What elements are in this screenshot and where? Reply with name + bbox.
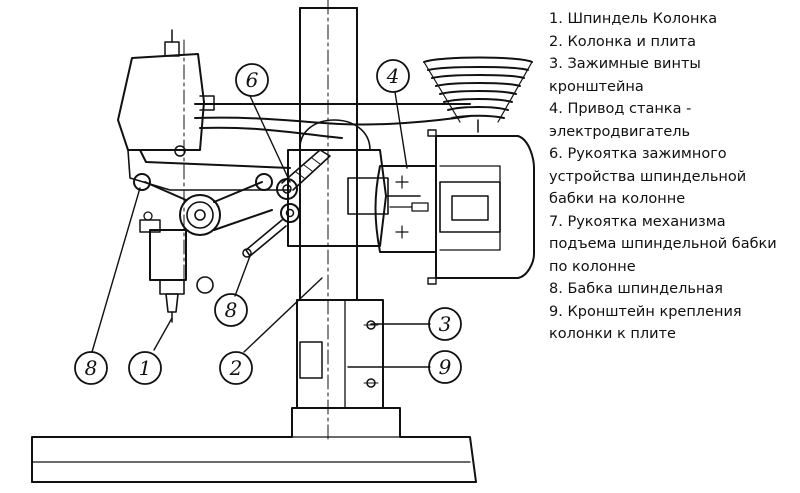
spindle bbox=[139, 211, 214, 323]
parts-legend: 1. Шпиндель Колонка 2. Колонка и плита 3… bbox=[549, 8, 794, 346]
callout-4-label: 4 bbox=[386, 64, 400, 88]
callout-8-label: 8 bbox=[85, 356, 98, 380]
callout-7: 8 bbox=[214, 293, 248, 327]
callout-9-label: 9 bbox=[439, 355, 452, 379]
callout-6: 6 bbox=[235, 63, 269, 97]
leader-lines bbox=[91, 91, 431, 368]
motor-mount bbox=[347, 177, 421, 215]
callout-7-label: 8 bbox=[225, 298, 238, 322]
legend-item-9: 9. Кронштейн крепления колонки к плите bbox=[549, 303, 742, 343]
legend-item-4: 4. Привод станка - электродвигатель bbox=[549, 101, 692, 140]
belt-arm bbox=[194, 103, 471, 139]
legend-item-1: 1. Шпиндель Колонка bbox=[549, 11, 718, 27]
callout-2: 2 bbox=[219, 351, 253, 385]
callout-1: 1 bbox=[128, 351, 162, 385]
callout-4: 4 bbox=[376, 59, 410, 93]
callout-6-label: 6 bbox=[246, 68, 259, 92]
callout-8: 8 bbox=[74, 351, 108, 385]
callout-2-label: 2 bbox=[229, 356, 243, 380]
column bbox=[299, 0, 358, 441]
drill-press-drawing: 6 4 8 3 9 8 1 2 bbox=[31, 0, 535, 483]
callout-3-label: 3 bbox=[439, 312, 452, 336]
motor bbox=[374, 129, 535, 285]
callout-9: 9 bbox=[428, 350, 462, 384]
legend-item-8: 8. Бабка шпиндельная bbox=[549, 281, 723, 297]
base-plate bbox=[31, 407, 477, 483]
callout-1-label: 1 bbox=[139, 356, 152, 380]
handwheel bbox=[133, 173, 273, 236]
legend-item-3: 3. Зажимные винты кронштейна bbox=[549, 56, 701, 95]
legend-item-7: 7. Рукоятка механизма подъема шпиндельно… bbox=[549, 213, 777, 275]
stepped-pulley bbox=[423, 56, 533, 133]
spindle-head bbox=[117, 29, 291, 291]
legend-item-6: 6. Рукоятка зажимного устройства шпиндел… bbox=[549, 146, 747, 207]
column-bracket bbox=[296, 299, 384, 409]
callout-3: 3 bbox=[428, 307, 462, 341]
legend-item-2: 2. Колонка и плита bbox=[549, 33, 697, 50]
column-clamp-collar bbox=[242, 119, 387, 258]
